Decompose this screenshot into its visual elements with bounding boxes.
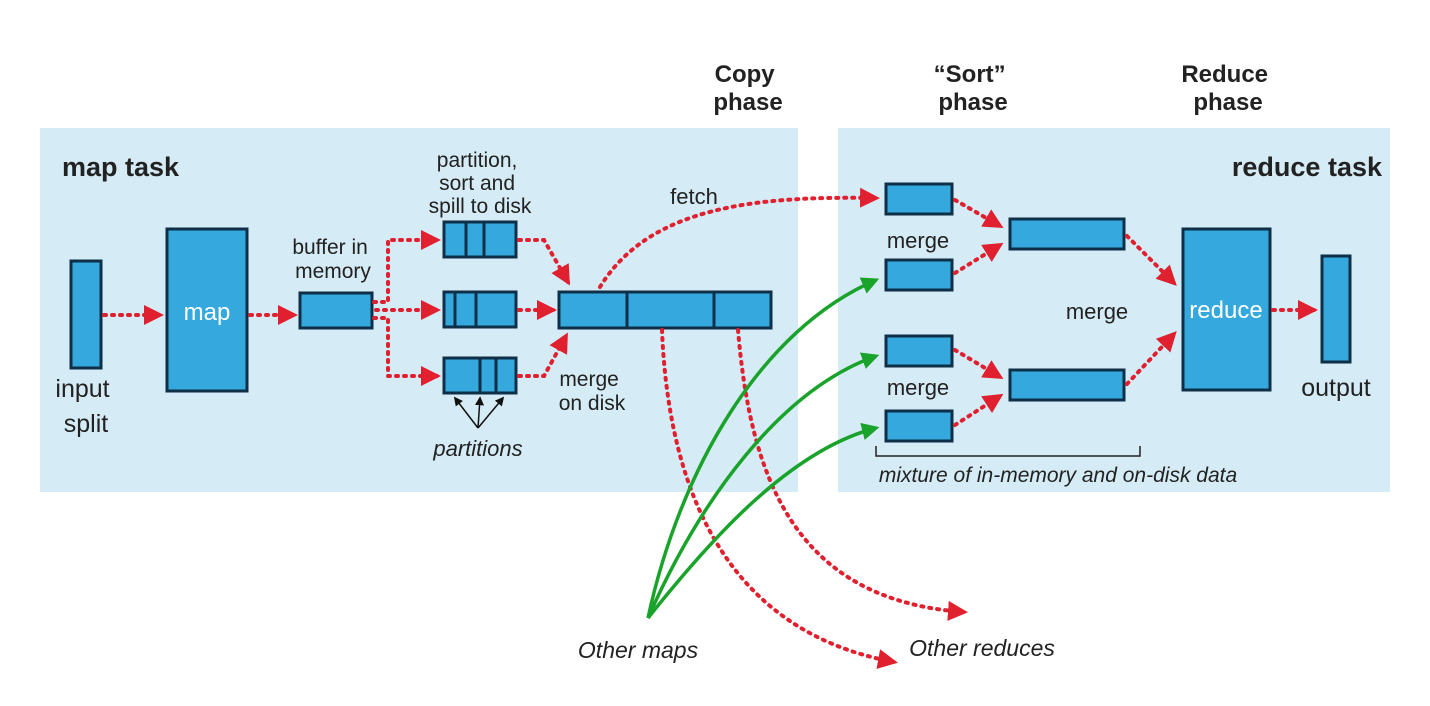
- input-split-box: [69, 259, 103, 370]
- buffer-box: [298, 291, 374, 330]
- buffer-label: buffer in memory: [292, 236, 373, 283]
- merged-file-top: [1008, 217, 1126, 251]
- mixture-bracket: [875, 446, 1141, 457]
- partitions-label: partitions: [432, 436, 522, 461]
- partitions-pointer-arrows: [453, 396, 505, 429]
- input-split-label: input split: [55, 375, 116, 438]
- sort-phase-label: “Sort” phase: [934, 61, 1013, 116]
- reduce-input-file-1: [884, 182, 954, 216]
- spill-file-bottom: [442, 356, 518, 395]
- merge-label-top: merge: [887, 228, 949, 253]
- partition-sort-spill-label: partition, sort and spill to disk: [429, 149, 532, 218]
- map-task-title: map task: [62, 152, 180, 182]
- merge-label-middle: merge: [1066, 299, 1128, 324]
- reduce-phase-label: Reduce phase: [1181, 61, 1274, 116]
- map-output-file: [557, 290, 773, 330]
- reduce-label: reduce: [1189, 297, 1262, 324]
- reduce-box: [1181, 227, 1272, 392]
- output-label: output: [1301, 374, 1371, 402]
- other-maps-arrows: [646, 277, 880, 620]
- map-box: [165, 227, 249, 393]
- spill-file-middle: [442, 290, 518, 329]
- map-label: map: [184, 299, 231, 326]
- reduce-input-file-4: [884, 409, 954, 443]
- other-maps-label: Other maps: [578, 637, 699, 663]
- reduce-input-file-2: [884, 258, 954, 292]
- other-reduces-label: Other reduces: [909, 635, 1055, 661]
- fetch-label: fetch: [670, 184, 718, 209]
- merge-on-disk-label: merge on disk: [559, 368, 626, 415]
- mixture-label: mixture of in-memory and on-disk data: [879, 464, 1237, 487]
- copy-phase-label: Copy phase: [713, 61, 782, 116]
- merged-file-bottom: [1008, 368, 1126, 402]
- reduce-flow-arrows: [953, 198, 1318, 427]
- reduce-input-file-3: [884, 334, 954, 368]
- merge-label-bottom: merge: [887, 375, 949, 400]
- reduce-task-title: reduce task: [1232, 152, 1383, 182]
- output-box: [1320, 254, 1352, 364]
- spill-file-top: [442, 220, 518, 259]
